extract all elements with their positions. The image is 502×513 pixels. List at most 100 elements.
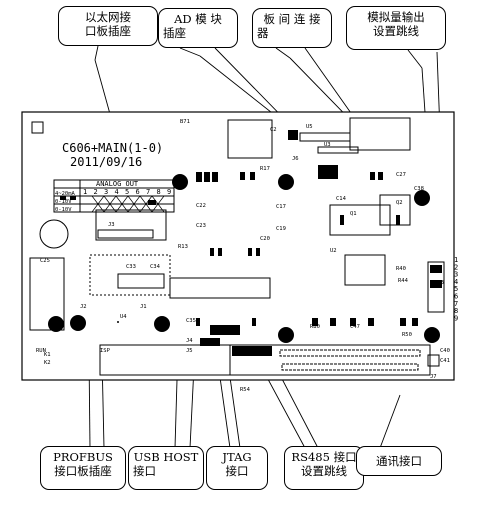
ref-b71: B71: [180, 119, 190, 125]
ref-isp: ISP: [100, 348, 111, 354]
ref-c40: C40: [440, 348, 450, 354]
ref-c38: C38: [414, 186, 424, 192]
corner-square: [427, 354, 440, 367]
callout-aj-line1: 模拟量输出: [367, 10, 425, 24]
ic-outline: [344, 254, 386, 286]
ref-c17: C17: [276, 204, 286, 210]
analog-out-table: [53, 179, 175, 213]
analog-out-col: 4: [115, 188, 119, 196]
jumper-number: 3: [454, 271, 458, 279]
callout-jtag-line1: JTAG: [222, 450, 252, 464]
ref-c27: C27: [396, 172, 406, 178]
ref-u4: U4: [120, 314, 127, 320]
ref-q2: Q2: [396, 200, 403, 206]
ref-c34: C34: [150, 264, 161, 270]
ref-c47: C47: [350, 324, 360, 330]
header-strip: [317, 146, 359, 154]
callout-bc-line1: 板 间 连 接: [263, 12, 321, 26]
analog-out-col: 9: [167, 188, 171, 196]
ic-outline: [379, 194, 411, 226]
jumper-number: 8: [454, 307, 458, 315]
ref-j2: J2: [80, 304, 87, 310]
analog-out-col: 8: [157, 188, 161, 196]
jumper-number: 7: [454, 300, 458, 308]
analog-out-label: ANALOG OUT: [96, 180, 139, 188]
ad-socket-pin: [288, 130, 298, 140]
analog-out-row: 4~20mA: [55, 191, 76, 197]
analog-out-col: 6: [136, 188, 140, 196]
ref-r54: R54: [240, 387, 251, 393]
callout-usb-line2: 接口: [133, 464, 156, 478]
callout-aj-line2: 设置跳线: [373, 24, 419, 38]
jumper-number: 1: [454, 256, 458, 264]
analog-out-row: 0-10V: [55, 199, 72, 205]
ref-c2: C2: [270, 127, 277, 133]
component-outline: [95, 209, 167, 241]
callout-jtag-line2: 接口: [225, 464, 249, 478]
pin-row: [279, 349, 421, 357]
callout-comm-line1: 通讯接口: [376, 454, 422, 468]
ref-j4: J4: [186, 338, 193, 344]
ref-r44: R44: [398, 278, 409, 284]
callout-bc-line2: 器: [257, 26, 269, 40]
analog-out-col: 1: [83, 188, 87, 196]
ref-r40: R40: [396, 266, 406, 272]
callout-profibus: PROFBUS 接口板插座: [40, 446, 126, 490]
ref-r50: R50: [402, 332, 412, 338]
corner-square: [31, 121, 44, 134]
ref-j3: J3: [108, 222, 115, 228]
ref-r13: R13: [178, 244, 188, 250]
ethernet-socket: [29, 257, 65, 331]
ref-j7: J7: [430, 374, 437, 380]
analog-out-row: 0-10V: [55, 207, 72, 213]
callout-usb-host: USB HOST 接口: [128, 446, 204, 490]
ref-k1: K1: [44, 352, 51, 358]
board-connector-body: [349, 117, 411, 151]
ref-u5: U5: [306, 124, 313, 130]
ref-u2: U2: [330, 248, 337, 254]
ref-c23: C23: [196, 223, 206, 229]
ref-c14: C14: [336, 196, 347, 202]
smd-components: [60, 172, 418, 326]
callout-ad-line2: 插座: [163, 26, 186, 40]
ref-jp3: JP3: [434, 280, 444, 286]
model-line1: C606+MAIN(1-0): [62, 141, 163, 155]
ref-c41: C41: [440, 358, 450, 364]
mounting-holes: [48, 174, 440, 343]
ref-u3: U3: [324, 142, 331, 148]
analog-out-rows: 4~20mA 0-10V 0-10V: [55, 191, 76, 213]
jumper-number: 5: [454, 285, 458, 293]
ref-c35: C35: [186, 318, 196, 324]
callout-rs485-line2: 设置跳线: [301, 464, 347, 478]
analog-out-col: 2: [94, 188, 98, 196]
model-line2: 2011/09/16: [70, 155, 142, 169]
ref-c33: C33: [126, 264, 136, 270]
ref-c25: C25: [40, 258, 50, 264]
callout-board-connector: 板 间 连 接 器: [252, 8, 332, 48]
jumper-cap: [430, 265, 442, 273]
ref-j1: J1: [140, 304, 147, 310]
jumper-cap: [430, 280, 442, 288]
ref-q1: Q1: [350, 211, 357, 217]
callout-rs485: RS485 接口 设置跳线: [284, 446, 364, 490]
callout-rs485-line1: RS485 接口: [291, 450, 357, 464]
callout-pb-line2: 接口板插座: [54, 464, 112, 478]
usb-socket: [117, 273, 165, 289]
callout-comm: 通讯接口: [356, 446, 442, 476]
ref-r80: R80: [310, 324, 320, 330]
board-outline: [21, 111, 455, 381]
ref-j5: J5: [186, 348, 193, 354]
callout-analog-jumper: 模拟量输出 设置跳线: [346, 6, 446, 50]
jumper-block: [427, 261, 445, 313]
callout-pb-line1: PROFBUS: [53, 450, 113, 464]
jumper-number: 2: [454, 263, 458, 271]
analog-out-col: 3: [104, 188, 108, 196]
callout-ethernet-line2: 口板插座: [85, 24, 131, 38]
callout-jtag: JTAG 接口: [206, 446, 268, 490]
profibus-socket: [89, 254, 171, 296]
